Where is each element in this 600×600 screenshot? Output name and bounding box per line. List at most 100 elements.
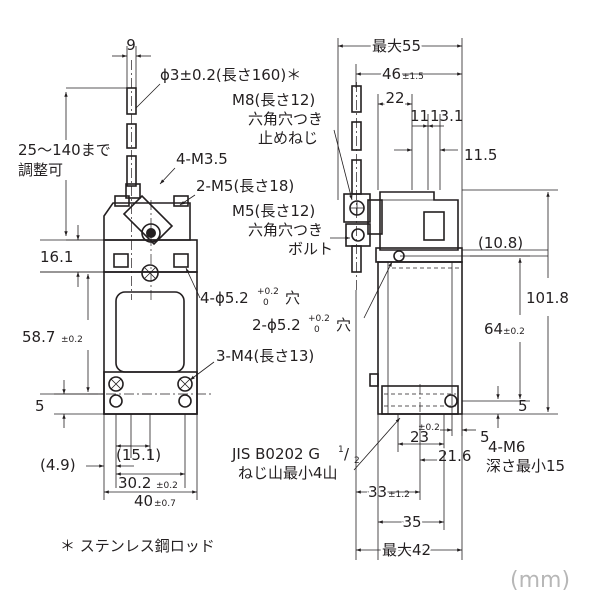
dim-max-42: 最大42 (356, 414, 463, 561)
dim-58-7-text: 58.7 (22, 328, 55, 346)
dim-5-left: 5 (35, 380, 104, 428)
dim-40-text: 40 (134, 492, 153, 510)
dim-33-tol: ±1.2 (388, 490, 410, 500)
max-55-text: 最大55 (372, 37, 421, 55)
m8-text: M8(長さ12) (232, 91, 315, 109)
screw-m35-text: 4-M3.5 (176, 150, 228, 168)
dim-40: 40 ±0.7 (104, 490, 197, 510)
hole-2-suffix: 穴 (336, 316, 351, 334)
dim-11-5: 11.5 (394, 146, 497, 164)
lever-rod (126, 60, 137, 300)
hole-4-callout: 4-ϕ5.2 +0.2 0 穴 (185, 267, 300, 308)
tol-0-2-text: ±0.2 (418, 423, 440, 433)
dim-16-1: 16.1 (40, 225, 104, 287)
dim-46-text: 46 (382, 65, 401, 83)
hole-4-text: 4-ϕ5.2 (200, 289, 249, 307)
dim-101-8: 101.8 (462, 189, 569, 415)
dim-lever-width: 9 (112, 36, 151, 88)
hole-2-tol-bottom: 0 (314, 325, 320, 335)
hole-2-tol-top: +0.2 (308, 314, 330, 324)
dim-11-text: 11 (410, 107, 429, 125)
dim-40-tol: ±0.7 (154, 499, 176, 509)
dim-5-right-text: 5 (518, 397, 528, 415)
screw-m4-callout: 3-M4(長さ13) (189, 347, 314, 381)
dim-46-tol: ±1.5 (402, 72, 424, 82)
rod-label-text: ϕ3±0.2(長さ160)＊ (160, 66, 301, 84)
dim-22: 22 (377, 87, 413, 190)
m6-text: 4-M6 (488, 438, 525, 456)
switch-head (103, 195, 198, 282)
dim-46: 46 ±1.5 (355, 63, 462, 88)
m6-depth-text: 深さ最小15 (486, 457, 565, 475)
dim-15-1: (15.1) (116, 444, 161, 464)
screw-m4-text: 3-M4(長さ13) (216, 347, 314, 365)
dim-30-2-tol: ±0.2 (156, 481, 178, 491)
m6-callout: 4-M6 深さ最小15 (486, 438, 565, 475)
dim-10-8-text: (10.8) (478, 234, 523, 252)
dim-16-1-text: 16.1 (40, 248, 73, 266)
hole-2-text: 2-ϕ5.2 (252, 316, 301, 334)
dim-101-8-text: 101.8 (526, 289, 569, 307)
screw-m35-callout: 4-M3.5 (159, 150, 228, 185)
dim-64: 64 ±0.2 (462, 255, 530, 402)
dim-11-5-text: 11.5 (464, 146, 497, 164)
jis-callout: JIS B0202 G 1 / 2 ねじ山最小4山 (231, 417, 401, 482)
hole-2-callout: 2-ϕ5.2 +0.2 0 穴 (252, 261, 393, 335)
dim-58-7-tol: ±0.2 (61, 335, 83, 345)
dim-33-text: 33 (368, 483, 387, 501)
adjust-range-text: 25〜140まで (18, 141, 111, 159)
footnote-text: ＊ ステンレス鋼ロッド (60, 537, 215, 555)
dim-15-1-text: (15.1) (116, 446, 161, 464)
unit-label: (mm) (510, 568, 570, 593)
front-view: 9 ϕ3±0.2(長さ160)＊ 25〜140まで 調整可 4-M3.5 2-M… (18, 36, 314, 510)
dim-5-right: 5 (496, 386, 528, 428)
dim-33: 33 ±1.2 (355, 290, 421, 560)
side-rod (351, 82, 362, 290)
dim-35-text: 35 (402, 513, 421, 531)
dim-58-7: 58.7 ±0.2 (22, 271, 104, 395)
side-lever-hub (343, 193, 383, 247)
switch-body (88, 271, 212, 415)
jis-den: 2 (354, 456, 360, 466)
screw-m5-callout: 2-M5(長さ18) (179, 177, 294, 206)
set-screw-text: 止めねじ (258, 129, 318, 147)
dim-30-2-text: 30.2 (118, 474, 151, 492)
max-42-text: 最大42 (382, 541, 431, 559)
jis-num: 1 (338, 445, 344, 455)
dim-10-8: (10.8) (400, 234, 548, 257)
lever-arm (122, 183, 174, 300)
hex-socket-text: 六角穴つき (248, 110, 323, 128)
side-body (369, 261, 463, 416)
dim-23-text: 23 (410, 428, 429, 446)
dim-5-bottom: 5 (440, 414, 490, 446)
dim-4-9-text: (4.9) (40, 456, 76, 474)
dim-30-2: 30.2 ±0.2 (116, 472, 185, 492)
bolt-text: ボルト (288, 240, 333, 258)
m5-callout: M5(長さ12) 六角穴つき ボルト (232, 202, 350, 258)
dim-22-text: 22 (385, 89, 404, 107)
m8-callout: M8(長さ12) 六角穴つき 止めねじ (232, 91, 353, 201)
m5-text: M5(長さ12) (232, 202, 315, 220)
dim-13-1-text: 13.1 (430, 107, 463, 125)
dim-5-left-text: 5 (35, 397, 45, 415)
dim-64-tol: ±0.2 (503, 327, 525, 337)
hole-4-tol-bottom: 0 (263, 298, 269, 308)
dim-21-6-text: 21.6 (438, 447, 471, 465)
rod-callout: ϕ3±0.2(長さ160)＊ (135, 66, 301, 109)
adjust-range-text-2: 調整可 (18, 161, 63, 179)
adjust-range: 25〜140まで 調整可 (18, 87, 127, 241)
dim-64-text: 64 (484, 320, 503, 338)
screw-m5-text: 2-M5(長さ18) (196, 177, 294, 195)
hex-socket-2-text: 六角穴つき (248, 221, 323, 239)
side-view: 最大55 46 ±1.5 M8(長さ12) 六角穴つき 止めねじ 22 (231, 35, 569, 561)
dim-21-6: 21.6 (419, 416, 473, 467)
dim-35: 35 (377, 414, 445, 560)
dim-4-9: (4.9) (40, 456, 134, 474)
jis-text: JIS B0202 G (231, 445, 320, 463)
thread-text: ねじ山最小4山 (238, 464, 338, 482)
dim-23: ±0.2 23 (397, 414, 445, 452)
hole-4-tol-top: +0.2 (257, 287, 279, 297)
dim-9-text: 9 (126, 36, 136, 54)
hole-4-suffix: 穴 (285, 289, 300, 307)
